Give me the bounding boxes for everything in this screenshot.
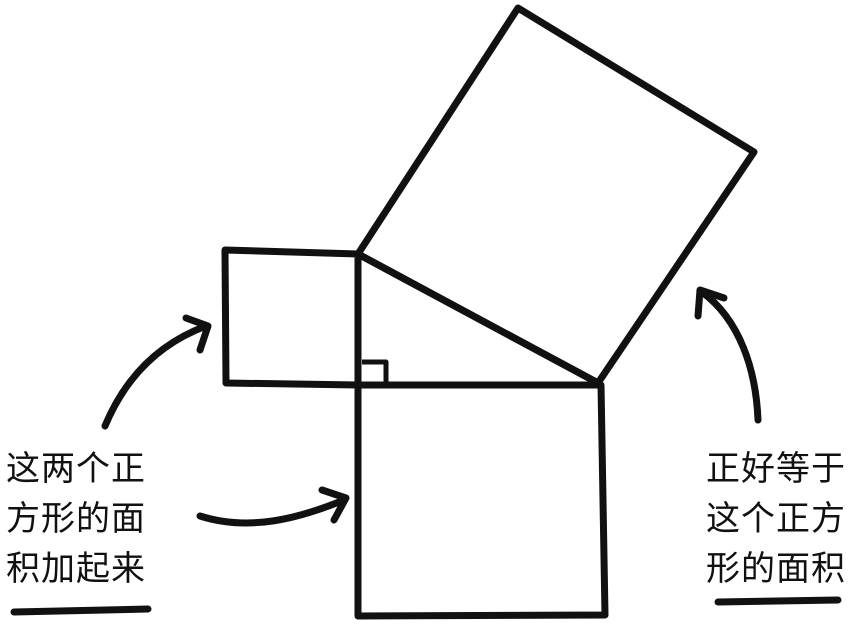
caption-right-line-3: 形的面积 [706, 549, 846, 589]
arrow-head-hypotenuse-square [694, 286, 728, 320]
arrow-head-small-square [182, 314, 212, 354]
arrow-to-small-square [101, 322, 210, 430]
underline-left [10, 605, 152, 616]
caption-left: 这两个正 方形的面 积加起来 [6, 444, 146, 594]
caption-right-line-2: 这个正方 [706, 499, 846, 539]
arrow-head-bottom-square [318, 486, 350, 524]
caption-left-line-2: 方形的面 [6, 499, 146, 539]
bottom-square [354, 381, 609, 620]
small-square [221, 246, 362, 389]
arrow-to-bottom-square [196, 496, 348, 527]
caption-left-line-1: 这两个正 [6, 449, 146, 489]
triangle-hypotenuse [354, 250, 602, 387]
caption-right-line-1: 正好等于 [706, 449, 846, 489]
caption-right: 正好等于 这个正方 形的面积 [706, 444, 846, 594]
hypotenuse-square [354, 4, 758, 387]
arrow-to-hypotenuse-square [698, 288, 762, 424]
right-angle-marker [362, 359, 389, 385]
caption-left-line-3: 积加起来 [6, 549, 146, 589]
underline-right [714, 596, 842, 606]
